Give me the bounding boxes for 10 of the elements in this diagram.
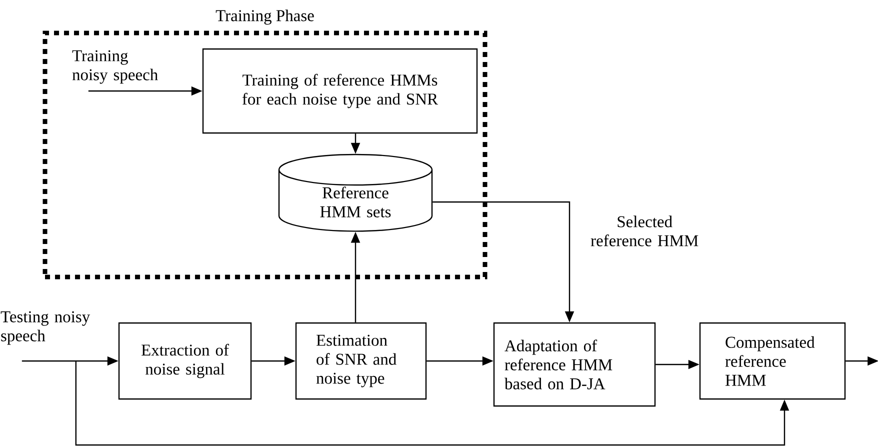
process-box: Compensated reference HMM [699,322,846,400]
input-label: Testing noisy speech [0,311,90,345]
edge-label: Selected reference HMM [584,214,705,248]
group-title: Training Phase [216,10,314,25]
process-box: Estimation of SNR and noise type [295,322,427,400]
process-box: Extraction of noise signal [118,322,252,400]
input-label: Training noisy speech [72,50,158,84]
process-box: Training of reference HMMs for each noise type and SNR [202,48,478,134]
process-box: Adaptation of reference HMM based on D-JA [493,322,656,407]
database-cylinder: Reference HMM sets [278,154,433,232]
